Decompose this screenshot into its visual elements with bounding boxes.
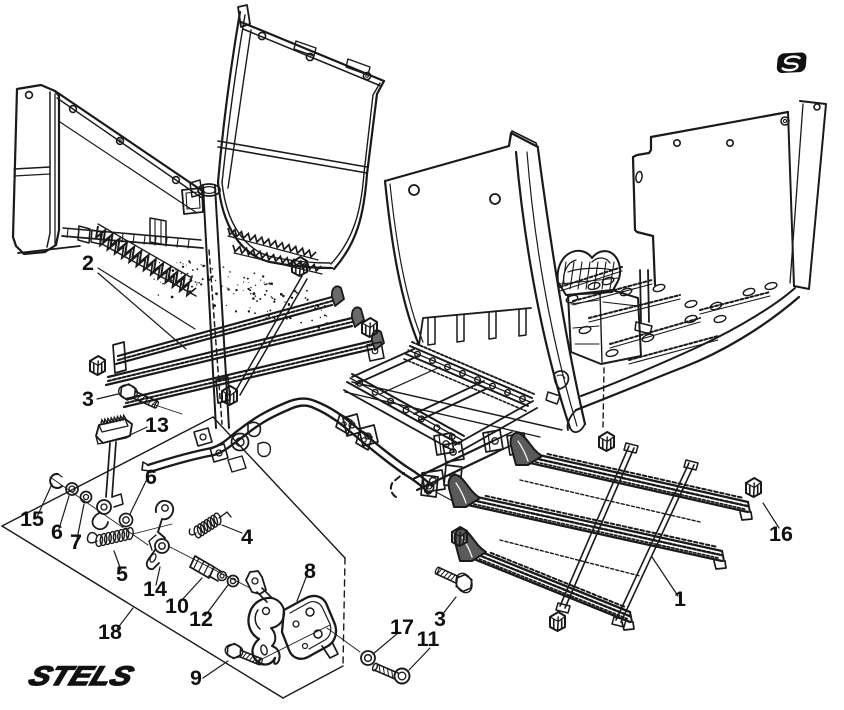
svg-text:2: 2: [82, 251, 94, 275]
svg-text:5: 5: [116, 562, 128, 586]
svg-text:3: 3: [82, 387, 94, 411]
svg-text:10: 10: [165, 594, 189, 618]
svg-text:13: 13: [145, 413, 169, 437]
svg-text:12: 12: [189, 607, 213, 631]
svg-text:16: 16: [769, 522, 793, 546]
svg-text:14: 14: [143, 577, 167, 601]
svg-text:8: 8: [304, 559, 316, 583]
svg-text:11: 11: [417, 627, 440, 651]
svg-text:15: 15: [20, 507, 44, 531]
svg-text:6: 6: [145, 465, 157, 489]
svg-text:9: 9: [190, 666, 202, 690]
svg-text:STELS: STELS: [25, 661, 138, 691]
svg-text:1: 1: [674, 587, 686, 611]
svg-text:17: 17: [390, 615, 414, 639]
svg-text:6: 6: [51, 520, 63, 544]
svg-text:4: 4: [241, 525, 253, 549]
svg-text:3: 3: [434, 607, 446, 631]
svg-text:7: 7: [70, 530, 82, 554]
svg-text:18: 18: [98, 620, 122, 644]
